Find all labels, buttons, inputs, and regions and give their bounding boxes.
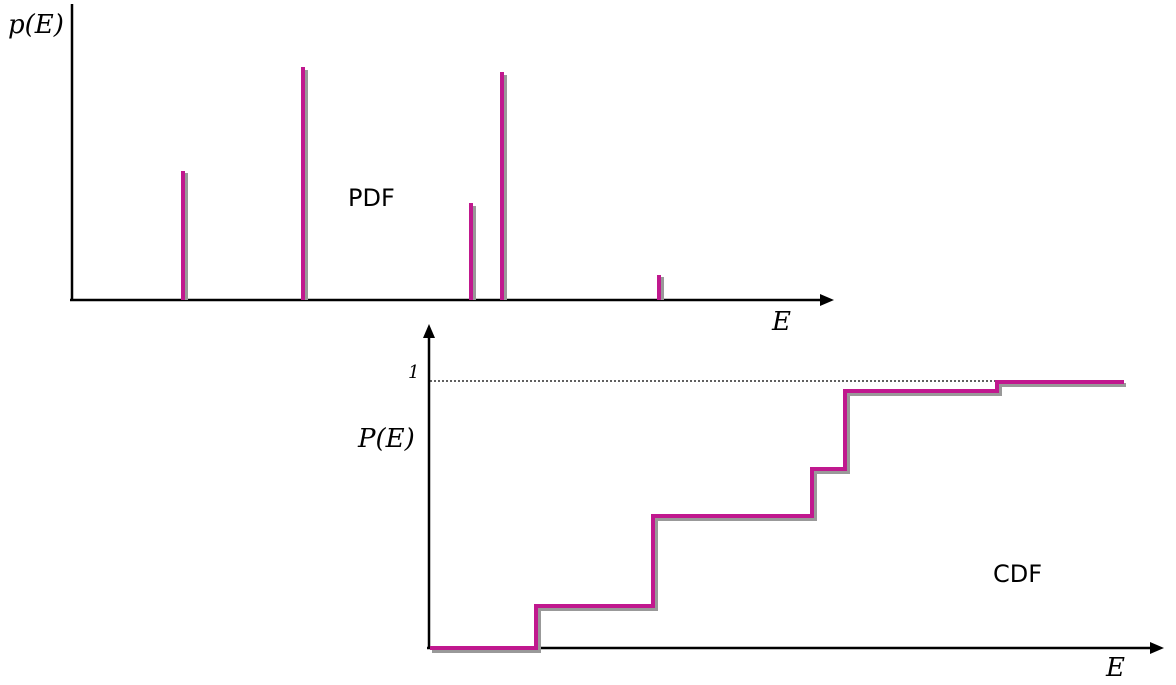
pdf-spike-1 xyxy=(181,171,188,300)
pdf-x-label: E xyxy=(771,307,791,337)
cdf-panel: 1 P(E) E CDF xyxy=(357,324,1164,683)
cdf-y-label: P(E) xyxy=(357,424,415,454)
cdf-step-curve xyxy=(430,380,1124,650)
cdf-title: CDF xyxy=(993,560,1042,588)
pdf-panel: p(E) E PDF xyxy=(8,4,834,337)
pdf-spike-3 xyxy=(469,203,476,300)
cdf-step-shadow xyxy=(432,383,1126,653)
pdf-spike-2 xyxy=(301,67,308,300)
cdf-x-label: E xyxy=(1105,653,1125,683)
cdf-y-axis-arrow xyxy=(423,324,435,338)
cdf-one-tick-label: 1 xyxy=(408,362,419,383)
pdf-x-axis-arrow xyxy=(820,294,834,306)
pdf-spike-5 xyxy=(657,275,664,300)
pdf-title: PDF xyxy=(348,184,395,212)
pdf-y-label: p(E) xyxy=(8,10,64,40)
pdf-spike-4 xyxy=(500,72,507,300)
cdf-x-axis-arrow xyxy=(1150,642,1164,654)
